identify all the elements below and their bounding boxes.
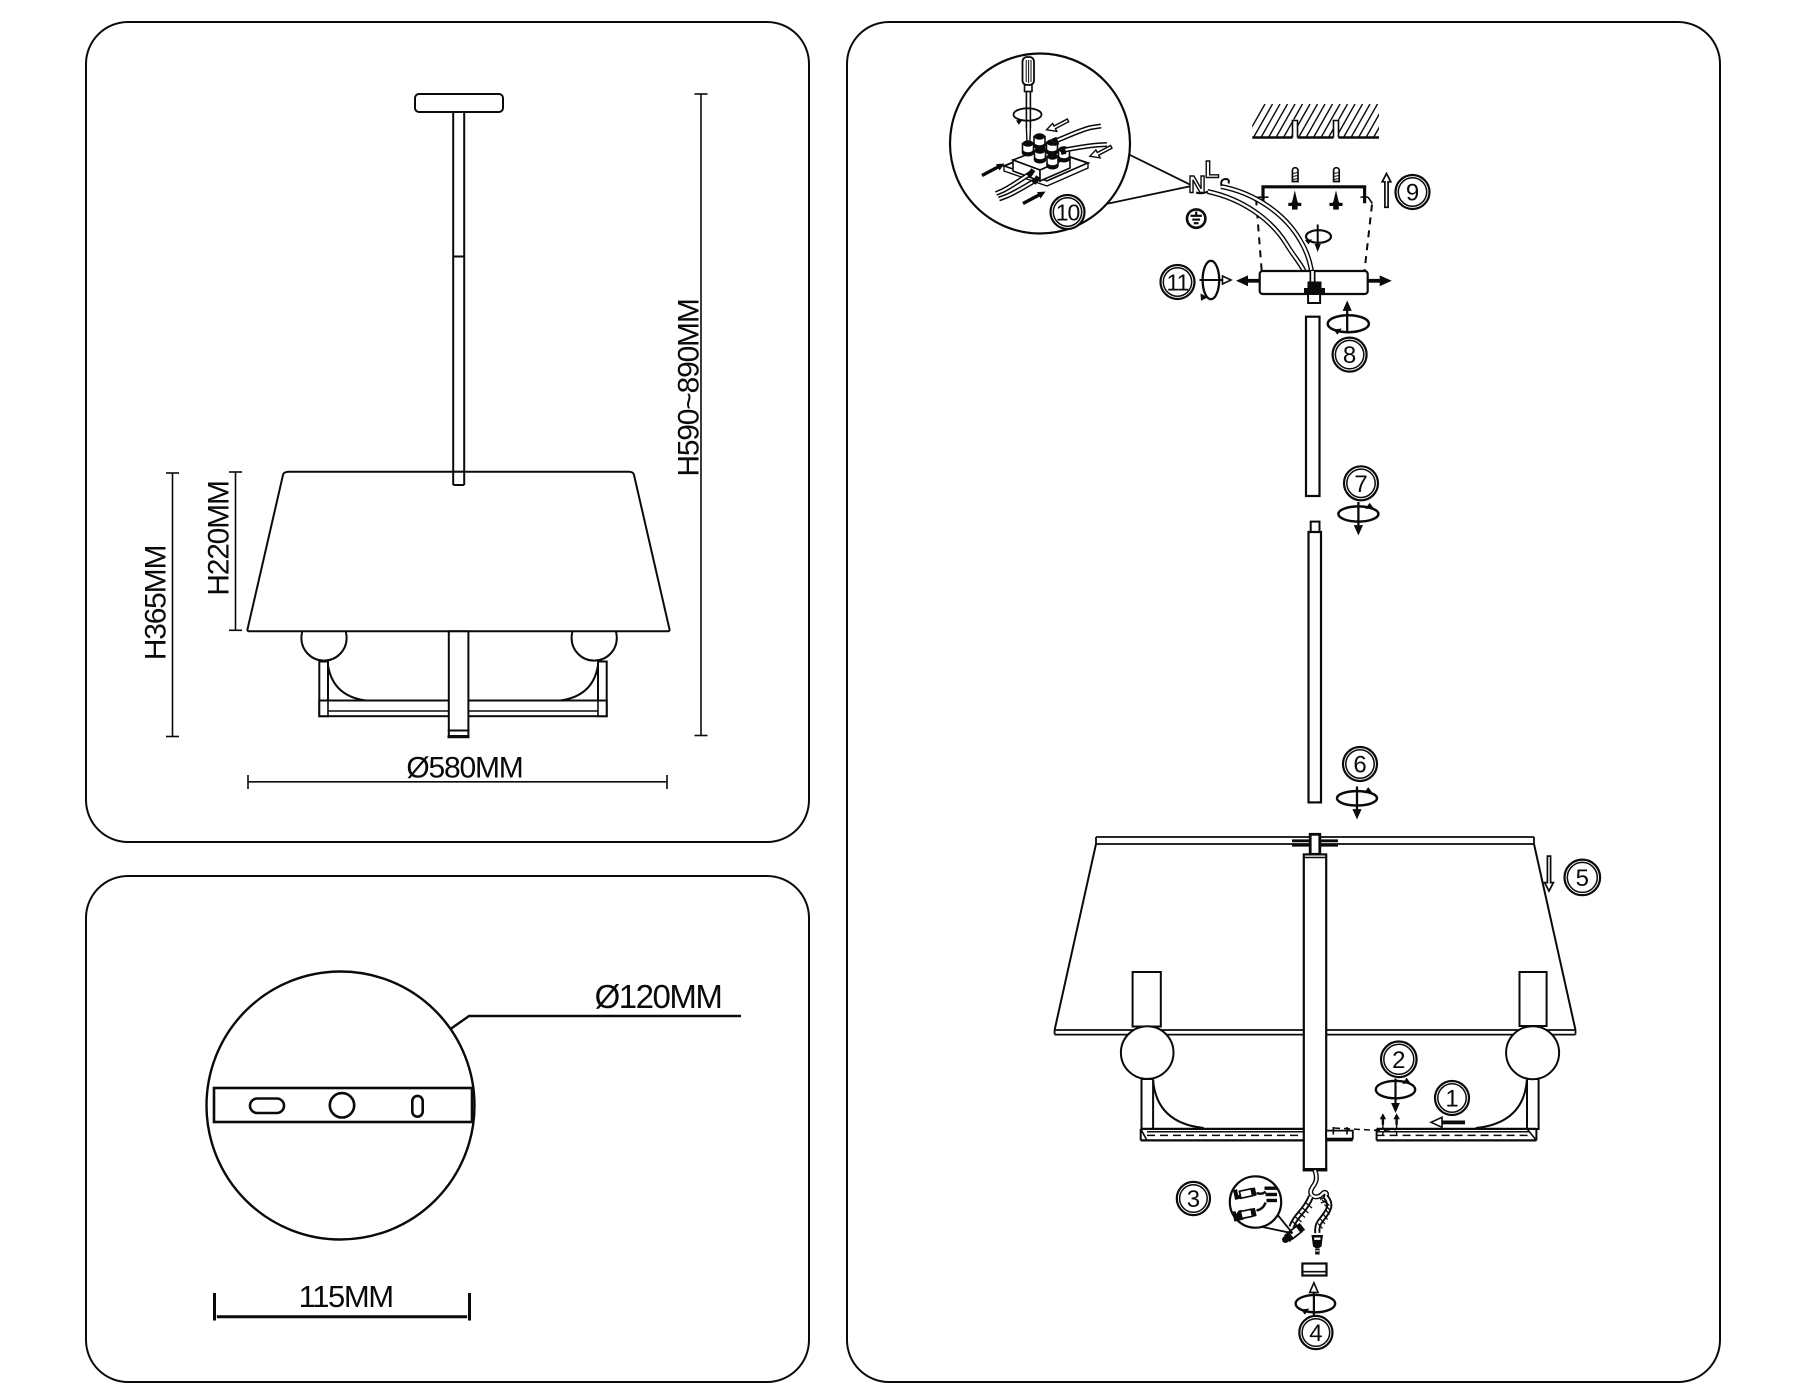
svg-text:2: 2 [1392, 1047, 1405, 1074]
svg-text:L: L [1205, 157, 1220, 184]
svg-text:4: 4 [1309, 1320, 1322, 1347]
svg-text:9: 9 [1406, 180, 1419, 207]
svg-text:11: 11 [1167, 270, 1189, 296]
svg-text:8: 8 [1343, 342, 1356, 369]
svg-text:N: N [1188, 172, 1205, 199]
svg-text:H220MM: H220MM [203, 481, 236, 596]
svg-text:7: 7 [1354, 471, 1367, 498]
svg-text:Ø120MM: Ø120MM [595, 978, 722, 1015]
svg-text:3: 3 [1187, 1186, 1200, 1213]
svg-text:H590~890MM: H590~890MM [673, 299, 706, 476]
svg-text:10: 10 [1056, 200, 1080, 226]
svg-text:115MM: 115MM [299, 1279, 393, 1314]
svg-text:Ø580MM: Ø580MM [406, 752, 522, 785]
svg-text:1: 1 [1445, 1086, 1458, 1113]
svg-text:H365MM: H365MM [140, 546, 173, 661]
svg-text:6: 6 [1353, 752, 1366, 779]
svg-text:5: 5 [1576, 865, 1589, 892]
